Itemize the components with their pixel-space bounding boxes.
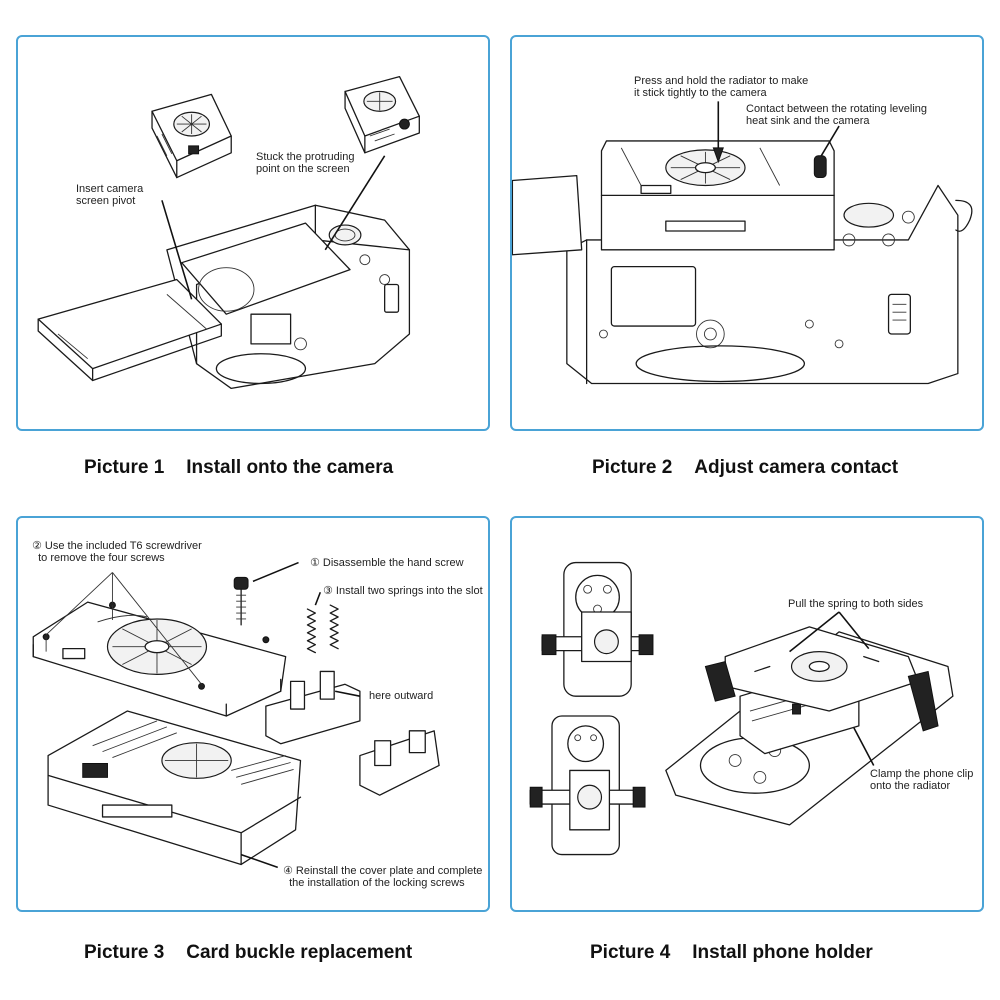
note-reinstall-cover: ④ Reinstall the cover plate and complete… — [283, 865, 483, 889]
picture-3-panel: ② Use the included T6 screwdriver to rem… — [16, 516, 490, 912]
heatsink-right-icon — [344, 75, 420, 154]
spare-clip-icon — [359, 730, 440, 796]
hand-screw-icon — [233, 576, 249, 626]
note-insert-pivot: Insert camera screen pivot — [76, 183, 144, 207]
note-install-springs: ③ Install two springs into the slot — [323, 585, 483, 597]
clip-slot-icon — [265, 670, 361, 745]
camera-install-illustration — [37, 75, 420, 390]
note-rotating-contact: Contact between the rotating leveling he… — [746, 103, 928, 127]
note-here-outward: here outward — [369, 690, 434, 702]
phone-clip-icon — [704, 626, 939, 755]
picture-2-panel: Press and hold the radiator to make it s… — [510, 35, 984, 431]
card-buckle-illustration — [32, 561, 440, 869]
note-remove-screws: ② Use the included T6 screwdriver to rem… — [32, 540, 202, 564]
cover-plate-icon — [32, 601, 287, 717]
phone-back-icon — [529, 715, 646, 856]
heatsink-on-camera-icon — [600, 140, 835, 251]
heatsink-base-icon — [47, 710, 302, 866]
screw-icon — [42, 601, 270, 690]
phone-front-icon — [541, 561, 654, 697]
note-pull-spring: Pull the spring to both sides — [788, 598, 924, 610]
note-press-radiator: Press and hold the radiator to make it s… — [634, 75, 809, 99]
springs-icon — [306, 604, 339, 654]
heatsink-left-icon — [151, 93, 232, 179]
note-clamp-clip: Clamp the phone clip onto the radiator — [870, 768, 974, 792]
note-hand-screw: ① Disassemble the hand screw — [310, 557, 464, 569]
phone-holder-illustration — [529, 561, 954, 856]
picture-1-panel: Insert camera screen pivot Stuck the pro… — [16, 35, 490, 431]
camera-contact-illustration — [512, 101, 973, 385]
picture-4-panel: Pull the spring to both sides Clamp the … — [510, 516, 984, 912]
note-stuck-point: Stuck the protruding point on the screen — [256, 151, 355, 175]
